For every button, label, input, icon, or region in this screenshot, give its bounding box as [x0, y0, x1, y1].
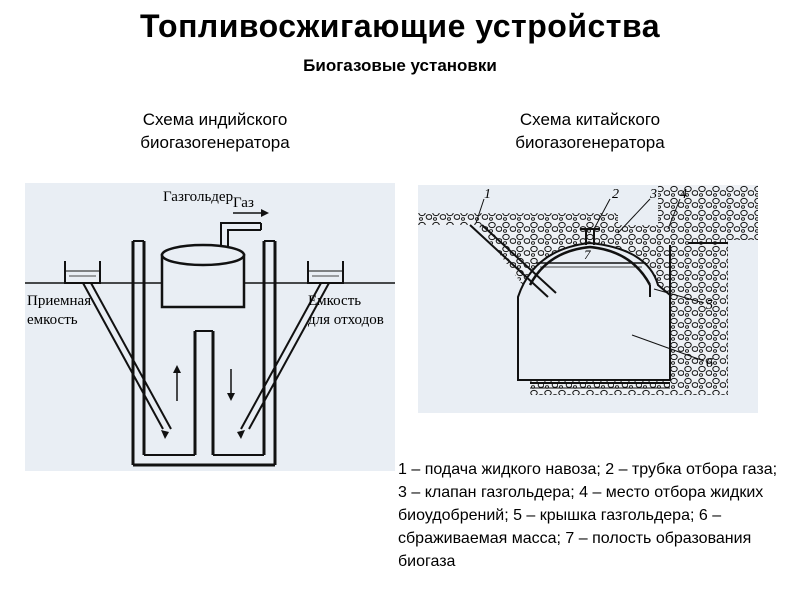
- gasholder-lid: [528, 245, 652, 286]
- chinese-caption-line1: Схема китайского: [519, 110, 661, 129]
- waste-label-line2: для отходов: [308, 312, 384, 328]
- waste-tank-outline: [307, 261, 344, 284]
- indian-biogas-diagram: Газгольдер Газ Приемная емкость Емкость …: [25, 183, 395, 471]
- indian-caption-line2: биогазогенератора: [140, 133, 290, 152]
- gas-pipe-outer: [220, 222, 261, 247]
- intake-label-line2: емкость: [27, 312, 78, 328]
- gasholder-top: [160, 243, 246, 267]
- indian-diagram-background: [25, 183, 395, 471]
- leader-3: [617, 198, 651, 234]
- intake-pipe-line-a: [82, 282, 164, 430]
- flow-arrow-up-head: [173, 365, 181, 373]
- digester-cavity: [517, 241, 671, 381]
- diagram-legend: 1 – подача жидкого навоза; 2 – трубка от…: [398, 461, 778, 570]
- gas-pipe-inner: [227, 229, 261, 247]
- chinese-caption-line2: биогазогенератора: [515, 133, 665, 152]
- outlet-pipe-line-a: [240, 282, 322, 430]
- flow-arrow-down-head: [227, 393, 235, 401]
- intake-tank-outline: [64, 261, 101, 284]
- indian-diagram-caption: Схема индийского биогазогенератора: [95, 108, 335, 154]
- chinese-diagram-caption: Схема китайского биогазогенератора: [470, 108, 710, 154]
- page-subtitle: Биогазовые установки: [303, 56, 497, 75]
- outlet-arrow-head: [237, 430, 245, 439]
- outlet-pipe-line-b: [248, 282, 330, 430]
- callout-3: 3: [649, 187, 657, 202]
- feed-pipe-line-b: [481, 224, 557, 294]
- intake-pipe-line-b: [90, 282, 172, 430]
- leader-2: [593, 198, 611, 230]
- gas-arrow-head: [261, 209, 269, 217]
- feed-pipe-line-a: [469, 224, 549, 298]
- leader-4: [667, 198, 681, 230]
- waste-label-line1: Емкость: [308, 293, 361, 309]
- indian-diagram-svg: Газгольдер Газ Приемная емкость Емкость …: [25, 183, 395, 471]
- callout-2: 2: [612, 187, 619, 202]
- intake-label-line1: Приемная: [27, 293, 91, 309]
- callout-7: 7: [584, 247, 591, 262]
- leader-1: [475, 198, 485, 224]
- callout-4: 4: [680, 187, 687, 202]
- indian-caption-line1: Схема индийского: [142, 110, 288, 129]
- gas-label: Газ: [233, 195, 254, 211]
- page-title: Топливосжигающие устройства: [140, 8, 660, 44]
- callout-6: 6: [706, 356, 713, 371]
- chinese-diagram-svg: 1 2 3 4 5 6 7: [418, 185, 758, 413]
- callout-5: 5: [706, 298, 713, 313]
- callout-1: 1: [484, 187, 491, 202]
- intake-arrow-head: [161, 430, 169, 439]
- chinese-biogas-diagram: 1 2 3 4 5 6 7: [418, 185, 758, 413]
- leader-5: [653, 288, 705, 304]
- gasholder-label: Газгольдер: [163, 189, 233, 205]
- leader-6: [631, 334, 705, 362]
